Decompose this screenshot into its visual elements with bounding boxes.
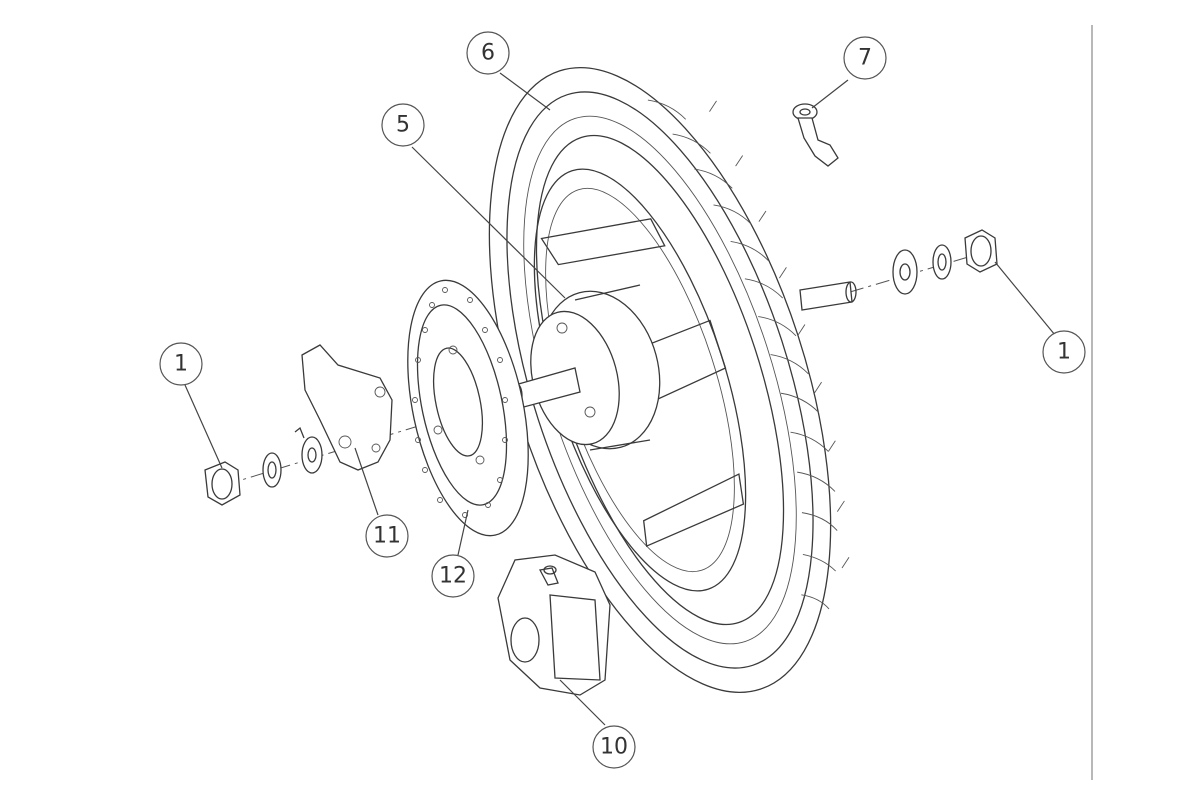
nut-right (964, 229, 998, 273)
brake-caliper (497, 554, 611, 696)
callout-label: 10 (600, 735, 628, 760)
callout-nut-right: 1 (1042, 330, 1086, 374)
spacer-left (294, 426, 323, 474)
washer-right (932, 244, 952, 280)
callout-label: 1 (174, 352, 188, 377)
callout-nut-left: 1 (159, 342, 203, 386)
callout-bracket: 11 (365, 514, 409, 558)
brake-disc (407, 279, 529, 537)
caliper-bracket (301, 344, 393, 471)
callout-caliper: 10 (592, 725, 636, 769)
axle-right (799, 281, 857, 311)
callout-label: 11 (373, 524, 401, 549)
callout-motor-hub: 5 (381, 103, 425, 147)
callout-disc: 12 (431, 554, 475, 598)
callout-label: 7 (858, 46, 872, 71)
callout-label: 1 (1057, 340, 1071, 365)
callout-label: 5 (396, 113, 410, 138)
callout-tire: 6 (466, 31, 510, 75)
callout-label: 12 (439, 564, 467, 589)
nut-left (204, 461, 241, 506)
spacer-right (892, 249, 918, 295)
leader-lines (184, 72, 1056, 726)
callout-label: 6 (481, 41, 495, 66)
washer-left (262, 452, 282, 488)
valve-stem (792, 103, 839, 167)
callout-valve: 7 (843, 36, 887, 80)
tire-tread (647, 99, 850, 610)
